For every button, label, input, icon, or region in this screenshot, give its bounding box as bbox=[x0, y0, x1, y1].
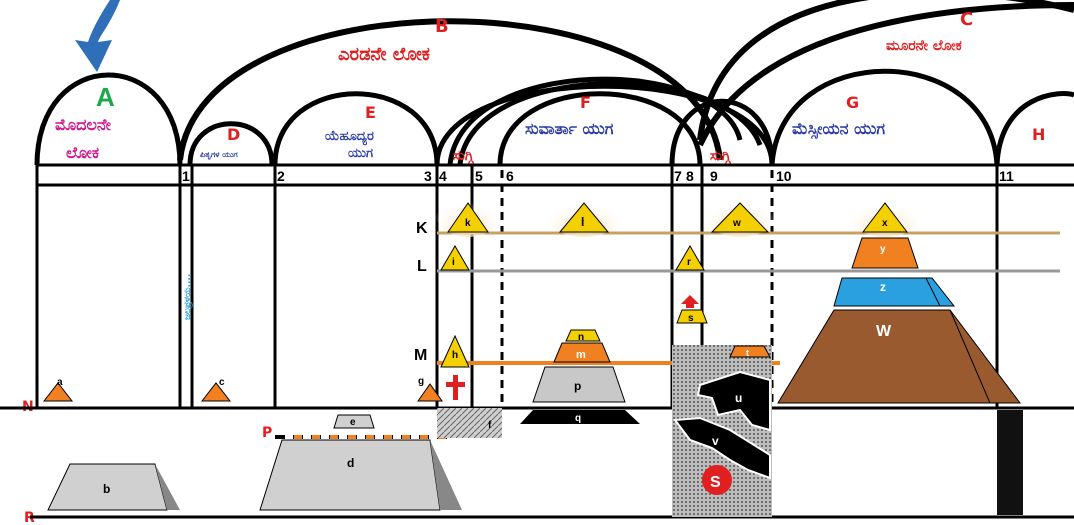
region-E-label: E bbox=[365, 103, 376, 122]
column-6: 6 bbox=[506, 168, 514, 184]
shape-a-label: a bbox=[57, 377, 63, 388]
zone-i bbox=[437, 408, 502, 438]
shape-x-label: x bbox=[882, 218, 888, 229]
glows bbox=[436, 193, 921, 237]
shape-g-triangle bbox=[417, 383, 443, 402]
shapes: a c g h i k l w x r s f bbox=[42, 202, 1023, 517]
harvest-label-2: ಸುಗ್ಗಿ bbox=[710, 148, 732, 164]
region-E-text-2: ಯುಗ bbox=[348, 146, 373, 161]
shape-W-label: W bbox=[876, 323, 892, 340]
shape-g-label: g bbox=[418, 376, 424, 387]
region-F-text: ಸುವಾರ್ತಾ ಯುಗ bbox=[525, 119, 614, 138]
region-F-label: F bbox=[580, 93, 591, 112]
region-C-label: C bbox=[960, 9, 973, 30]
flood-vertical-text: ಜಲಪ್ರಳಯ.... bbox=[183, 274, 194, 320]
region-A-text-1: ಮೊದಲನೇ bbox=[55, 115, 111, 134]
shape-h-label: h bbox=[452, 350, 458, 361]
shape-b-label: b bbox=[103, 482, 110, 496]
shape-k-label: k bbox=[465, 218, 471, 229]
shape-i-label: i bbox=[452, 257, 455, 268]
shape-u-label: u bbox=[735, 391, 742, 405]
shape-l-label: l bbox=[581, 215, 584, 229]
level-L: L bbox=[417, 258, 427, 275]
column-9: 9 bbox=[710, 168, 718, 184]
column-8: 8 bbox=[686, 168, 694, 184]
shape-t-label: t bbox=[746, 348, 749, 358]
harvest-label-1: ಸುಗ್ಗಿ bbox=[453, 148, 475, 164]
shape-v-label: v bbox=[712, 434, 719, 448]
region-D-text: ಪಿತೃಗಳ ಯುಗ bbox=[200, 150, 238, 160]
region-B-text: ಎರಡನೇ ಲೋಕ bbox=[338, 44, 430, 65]
shape-s-label: s bbox=[688, 313, 694, 324]
column-2: 2 bbox=[277, 168, 285, 184]
zone-S-label: S bbox=[710, 474, 721, 491]
shape-n-label: n bbox=[578, 332, 584, 343]
level-R: R bbox=[24, 510, 35, 525]
column-5: 5 bbox=[475, 168, 483, 184]
region-C-text: ಮೂರನೇ ಲೋಕ bbox=[886, 38, 962, 54]
zone-H-shadow bbox=[997, 410, 1023, 515]
shape-q-label: q bbox=[575, 413, 581, 424]
zone-i-label: f bbox=[488, 420, 492, 431]
shape-w-label: w bbox=[732, 218, 741, 229]
shape-e-label: e bbox=[350, 417, 356, 428]
region-H-label: H bbox=[1032, 125, 1045, 144]
shape-r-label: r bbox=[687, 257, 691, 268]
age-arcs bbox=[34, 68, 1074, 166]
shape-a-triangle bbox=[42, 382, 74, 402]
region-A-label: A bbox=[96, 82, 115, 112]
column-1: 1 bbox=[182, 168, 190, 184]
column-10: 10 bbox=[776, 168, 792, 184]
region-B-label: B bbox=[435, 16, 449, 37]
shape-p-label: p bbox=[574, 379, 581, 393]
level-P: P bbox=[262, 425, 272, 441]
column-3: 3 bbox=[424, 168, 432, 184]
column-11: 11 bbox=[999, 168, 1014, 184]
arrow-up-icon bbox=[681, 295, 699, 308]
region-E-text-1: ಯೆಹೂದ್ಯರ bbox=[325, 129, 374, 146]
arrow-down-icon bbox=[75, 0, 120, 72]
shape-d-label: d bbox=[347, 456, 354, 470]
region-D-label: D bbox=[227, 125, 240, 144]
region-A-text-2: ಲೋಕ bbox=[66, 143, 99, 162]
shape-c-triangle bbox=[200, 382, 232, 402]
shape-c-label: c bbox=[219, 377, 225, 388]
level-K: K bbox=[416, 220, 428, 237]
column-band bbox=[37, 163, 1074, 187]
level-M: M bbox=[414, 347, 427, 364]
shape-z-label: z bbox=[880, 280, 886, 294]
region-G-text: ಮೆಸ್ಸೀಯನ ಯುಗ bbox=[792, 119, 885, 140]
region-G-label: G bbox=[846, 93, 859, 112]
shape-m-label: m bbox=[576, 349, 586, 361]
column-7: 7 bbox=[674, 168, 682, 184]
column-4: 4 bbox=[439, 168, 447, 184]
column-numbers: 1 2 3 4 5 6 7 8 9 10 11 bbox=[182, 168, 1014, 184]
shape-y-label: y bbox=[880, 244, 886, 255]
